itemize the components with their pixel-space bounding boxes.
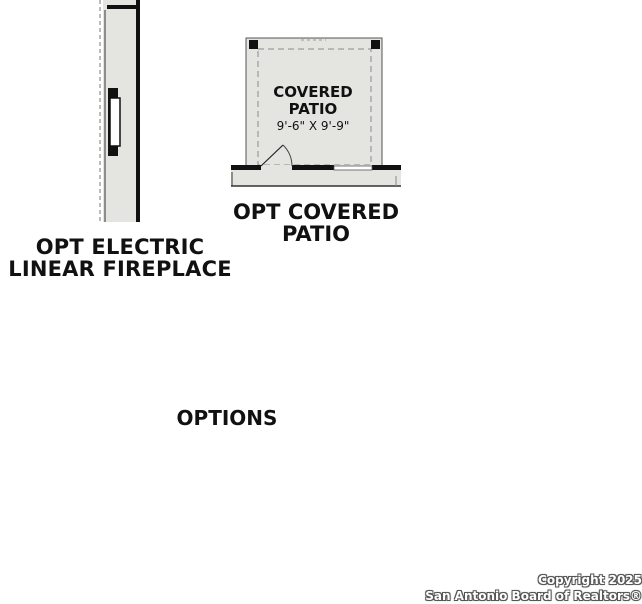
opt-fireplace-line1: OPT ELECTRIC [35, 235, 205, 259]
patio-posts [249, 40, 380, 49]
copyright-line1: Copyright 2025 [538, 573, 642, 587]
options-heading: OPTIONS [176, 406, 278, 430]
room-name-line2: PATIO [288, 100, 338, 119]
opt-fireplace-label: OPT ELECTRIC LINEAR FIREPLACE [0, 236, 240, 280]
opt-fireplace-line2: LINEAR FIREPLACE [8, 257, 232, 282]
covered-patio-room-label: COVERED PATIO 9'-6" X 9'-9" [248, 83, 378, 133]
opt-covered-patio-line2: PATIO [281, 222, 351, 247]
opt-covered-patio-label: OPT COVERED PATIO [218, 201, 414, 245]
room-name-line1: COVERED [273, 83, 353, 101]
copyright-watermark: Copyright 2025 San Antonio Board of Real… [342, 572, 642, 604]
linear-fireplace-unit [108, 88, 121, 156]
house-rear-wall [231, 165, 401, 187]
room-dimensions: 9'-6" X 9'-9" [276, 118, 350, 133]
patio-door-swing [260, 144, 293, 167]
copyright-line2: San Antonio Board of Realtors® [425, 589, 642, 603]
opt-covered-patio-line1: OPT COVERED [232, 200, 400, 224]
covered-patio-outline [245, 37, 383, 169]
